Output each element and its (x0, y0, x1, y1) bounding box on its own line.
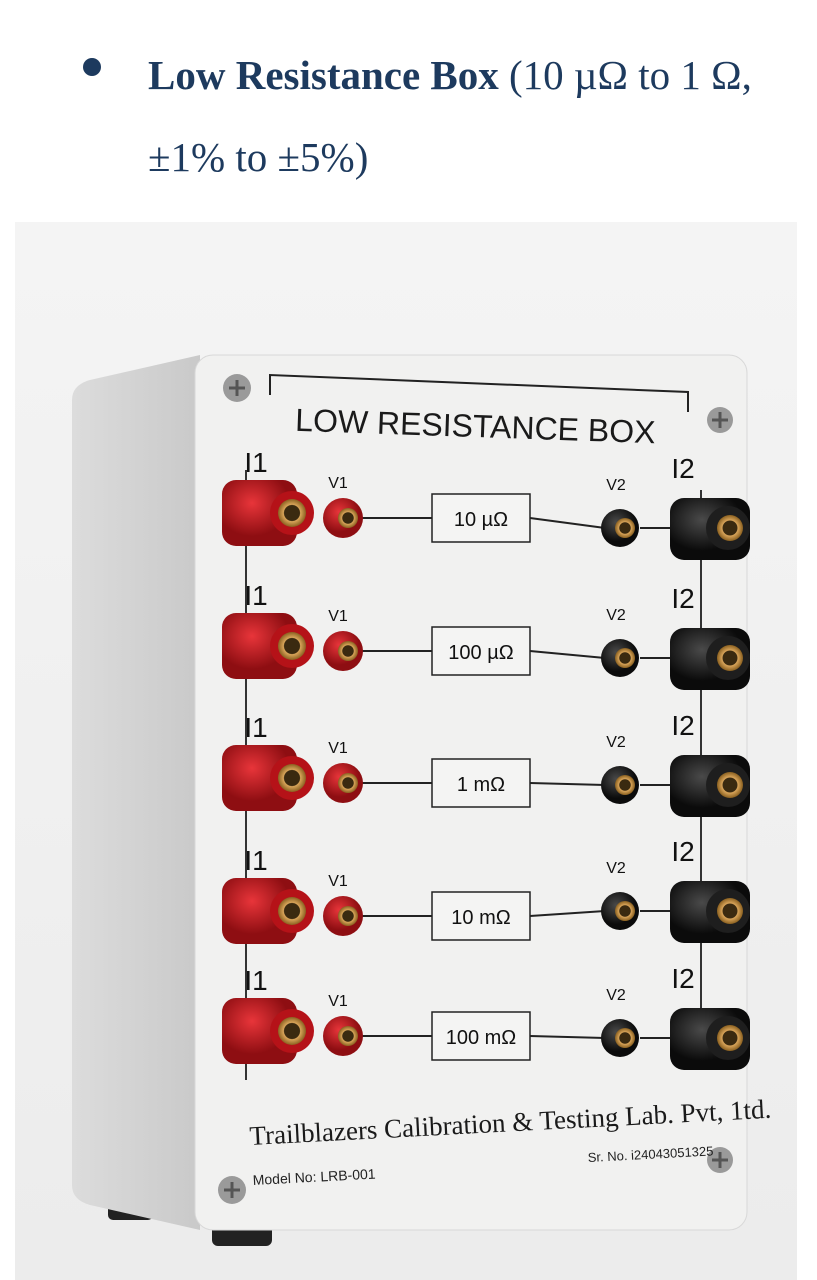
model-number: Model No: LRB-001 (252, 1166, 376, 1188)
voltage-label-v1: V1 (328, 993, 348, 1010)
resistance-value: 10 µΩ (454, 509, 508, 531)
voltage-label-v2: V2 (606, 607, 626, 624)
resistance-value: 1 mΩ (457, 774, 505, 796)
bullet-icon (83, 58, 101, 76)
red-voltage-terminal[interactable] (323, 631, 363, 671)
voltage-label-v1: V1 (328, 475, 348, 492)
voltage-label-v2: V2 (606, 987, 626, 1004)
current-label-i2: I2 (671, 583, 694, 614)
black-current-terminal[interactable] (670, 1008, 750, 1070)
box-side (72, 355, 200, 1230)
heading-detail: (10 µΩ to 1 Ω, ±1% to ±5%) (148, 52, 752, 180)
wire (529, 517, 606, 529)
black-current-terminal[interactable] (670, 628, 750, 690)
red-current-terminal[interactable] (222, 480, 314, 546)
screw-icon (218, 1176, 246, 1204)
resistance-value: 100 mΩ (446, 1027, 517, 1049)
voltage-label-v1: V1 (328, 608, 348, 625)
black-voltage-terminal[interactable] (601, 639, 639, 677)
resistance-value: 10 mΩ (451, 907, 510, 929)
heading-bold: Low Resistance Box (148, 52, 499, 98)
black-voltage-terminal[interactable] (601, 509, 639, 547)
current-label-i2: I2 (671, 963, 694, 994)
title-bracket (269, 373, 689, 412)
bullet-heading: Low Resistance Box (10 µΩ to 1 Ω, ±1% to… (0, 0, 817, 210)
current-label-i1: I1 (244, 580, 267, 611)
serial-number: Sr. No. i24043051325 (587, 1143, 713, 1165)
red-voltage-terminal[interactable] (323, 1016, 363, 1056)
current-label-i1: I1 (244, 447, 267, 478)
black-current-terminal[interactable] (670, 755, 750, 817)
red-voltage-terminal[interactable] (323, 498, 363, 538)
voltage-label-v2: V2 (606, 734, 626, 751)
voltage-label-v1: V1 (328, 740, 348, 757)
red-current-terminal[interactable] (222, 745, 314, 811)
voltage-label-v1: V1 (328, 873, 348, 890)
resistor-value-box (431, 891, 531, 941)
red-current-terminal[interactable] (222, 998, 314, 1064)
resistance-value: 100 µΩ (448, 642, 513, 664)
voltage-label-v2: V2 (606, 860, 626, 877)
heading-text: Low Resistance Box (10 µΩ to 1 Ω, ±1% to… (148, 34, 788, 198)
red-current-terminal[interactable] (222, 878, 314, 944)
red-current-terminal[interactable] (222, 613, 314, 679)
wire (529, 650, 606, 659)
red-voltage-terminal[interactable] (323, 896, 363, 936)
wire (529, 910, 606, 917)
resistor-value-box (431, 626, 531, 676)
screw-icon (223, 374, 251, 402)
screw-icon (707, 407, 733, 433)
resistor-value-box (431, 493, 531, 543)
voltage-label-v2: V2 (606, 477, 626, 494)
red-voltage-terminal[interactable] (323, 763, 363, 803)
current-label-i2: I2 (671, 710, 694, 741)
screw-icon (707, 1147, 733, 1173)
resistor-value-box (431, 758, 531, 808)
resistor-value-box (431, 1011, 531, 1061)
current-label-i1: I1 (244, 965, 267, 996)
black-current-terminal[interactable] (670, 881, 750, 943)
current-label-i1: I1 (244, 845, 267, 876)
black-voltage-terminal[interactable] (601, 892, 639, 930)
black-voltage-terminal[interactable] (601, 1019, 639, 1057)
current-label-i1: I1 (244, 712, 267, 743)
black-current-terminal[interactable] (670, 498, 750, 560)
current-label-i2: I2 (671, 836, 694, 867)
current-label-i2: I2 (671, 453, 694, 484)
black-voltage-terminal[interactable] (601, 766, 639, 804)
wire (529, 782, 606, 786)
wire (529, 1035, 606, 1039)
